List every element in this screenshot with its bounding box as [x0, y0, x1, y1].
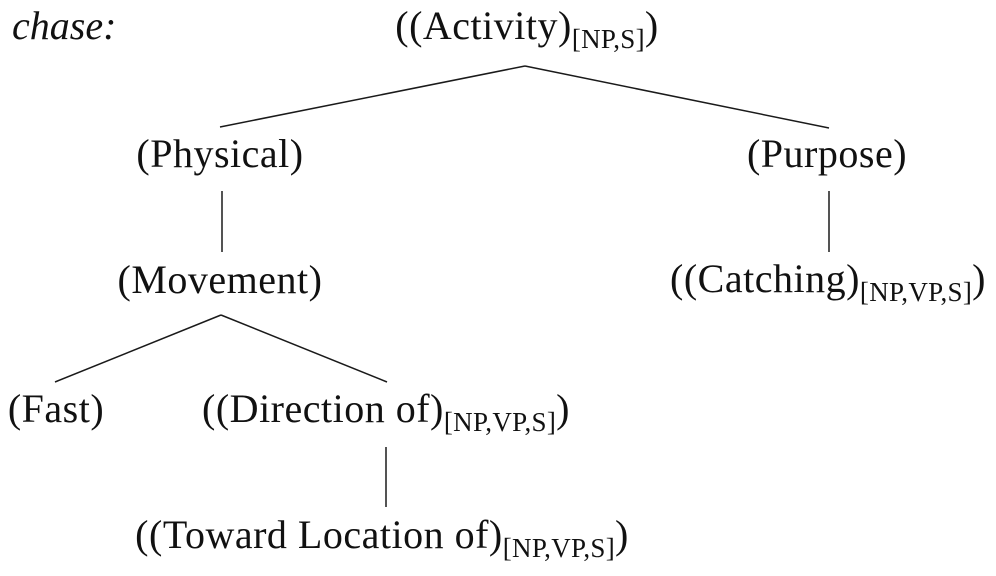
node-close-paren: ): [614, 512, 629, 557]
tree-node-movement: (Movement): [118, 260, 323, 300]
node-close-paren: ): [556, 386, 570, 431]
edge-activity-purpose: [524, 65, 830, 129]
node-close-paren: ): [972, 256, 986, 301]
tree-node-activity: ((Activity)[NP,S]): [395, 6, 658, 53]
lemma-label: chase:: [12, 3, 117, 48]
edge-activity-physical: [219, 65, 526, 128]
node-close-paren: ): [644, 3, 659, 48]
node-main-text: ((Direction of): [202, 386, 444, 431]
node-label: (Fast): [7, 386, 105, 431]
tree-node-physical: (Physical): [136, 134, 303, 174]
node-subscript: [NP,S]: [571, 24, 645, 54]
node-label: (Movement): [117, 257, 323, 302]
node-subscript: [NP,VP,S]: [502, 533, 615, 563]
tree-node-catching: ((Catching)[NP,VP,S]): [670, 259, 986, 306]
node-subscript: [NP,VP,S]: [443, 407, 557, 437]
tree-node-purpose: (Purpose): [747, 134, 907, 174]
node-subscript: [NP,VP,S]: [859, 277, 973, 307]
node-label: (Purpose): [746, 131, 908, 176]
tree-node-toward: ((Toward Location of)[NP,VP,S]): [135, 515, 629, 562]
node-main-text: ((Toward Location of): [135, 512, 503, 557]
node-main-text: ((Activity): [395, 3, 572, 48]
node-main-text: ((Catching): [670, 256, 860, 301]
edge-movement-direction: [220, 314, 388, 383]
edge-movement-fast: [54, 314, 222, 383]
node-label: (Physical): [136, 131, 304, 176]
tree-node-fast: (Fast): [8, 389, 104, 429]
tree-node-direction: ((Direction of)[NP,VP,S]): [202, 389, 570, 436]
